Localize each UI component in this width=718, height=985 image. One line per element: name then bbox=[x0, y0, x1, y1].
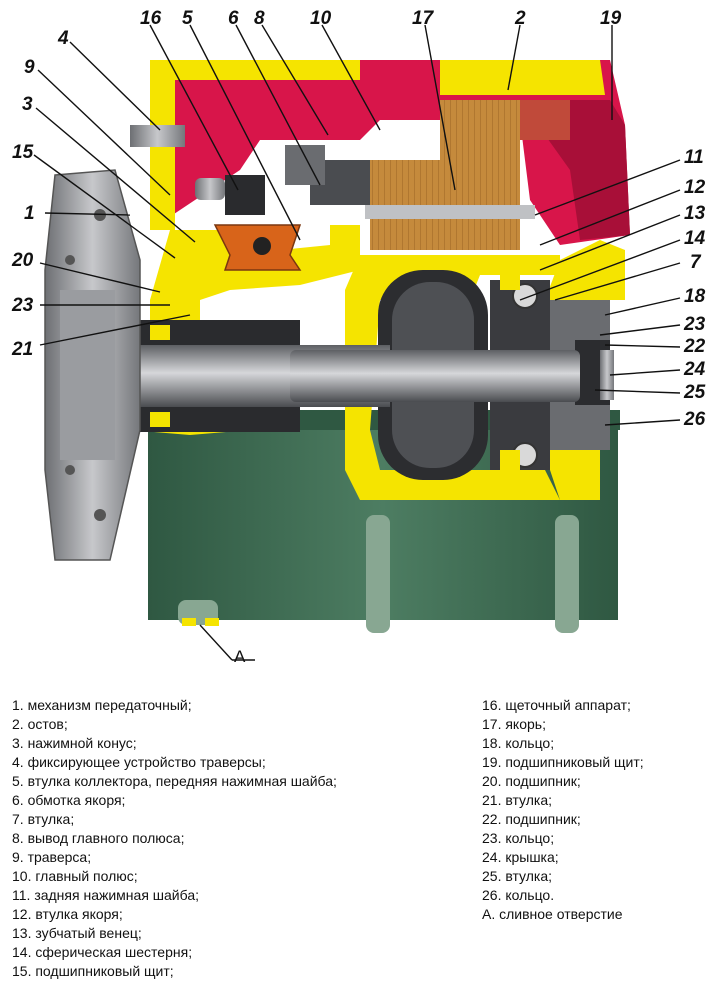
legend-item: 2. остов; bbox=[12, 716, 68, 732]
brush-holder bbox=[130, 125, 302, 271]
callout-1: 1 bbox=[24, 203, 35, 224]
callouts: 4 9 3 15 1 20 23 21 16 5 6 8 10 17 2 19 … bbox=[11, 8, 706, 666]
callout-10: 10 bbox=[310, 8, 332, 29]
legend-item: 17. якорь; bbox=[482, 716, 546, 732]
legend-item: 19. подшипниковый щит; bbox=[482, 754, 644, 770]
legend-item: 3. нажимной конус; bbox=[12, 735, 137, 751]
legend-item: 25. втулка; bbox=[482, 868, 553, 884]
motor-cross-section-diagram: 4 9 3 15 1 20 23 21 16 5 6 8 10 17 2 19 … bbox=[11, 8, 706, 666]
legend-item: 16. щеточный аппарат; bbox=[482, 697, 631, 713]
legend-item: 11. задняя нажимная шайба; bbox=[12, 887, 199, 903]
callout-23-left: 23 bbox=[11, 295, 34, 316]
legend-item: 1. механизм передаточный; bbox=[12, 697, 192, 713]
callout-14: 14 bbox=[684, 228, 706, 249]
legend-item: 4. фиксирующее устройство траверсы; bbox=[12, 754, 266, 770]
legend-item: 13. зубчатый венец; bbox=[12, 925, 142, 941]
legend-item: 15. подшипниковый щит; bbox=[12, 963, 174, 979]
legend-left-column: 1. механизм передаточный; 2. остов; 3. наж… bbox=[12, 696, 337, 981]
legend-item: 9. траверса; bbox=[12, 849, 92, 865]
legend-item: 5. втулка коллектора, передняя нажимная … bbox=[12, 773, 337, 789]
transmission-gear bbox=[44, 169, 141, 561]
legend-item: 26. кольцо. bbox=[482, 887, 555, 903]
callout-4: 4 bbox=[57, 28, 69, 49]
legend-item: 21. втулка; bbox=[482, 792, 553, 808]
callout-20: 20 bbox=[11, 250, 34, 271]
callout-15: 15 bbox=[12, 142, 34, 163]
main-shaft bbox=[120, 320, 580, 432]
legend-item: А. сливное отверстие bbox=[482, 906, 623, 922]
callout-A: А bbox=[234, 647, 246, 666]
callout-23-right: 23 bbox=[683, 314, 706, 335]
armature-core bbox=[285, 100, 570, 250]
callout-2: 2 bbox=[514, 8, 526, 29]
legend-item: 23. кольцо; bbox=[482, 830, 555, 846]
callout-13: 13 bbox=[684, 203, 706, 224]
callout-18: 18 bbox=[684, 286, 706, 307]
callout-7: 7 bbox=[690, 252, 702, 273]
callout-3: 3 bbox=[22, 94, 33, 115]
legend-item: 7. втулка; bbox=[12, 811, 75, 827]
legend-item: 18. кольцо; bbox=[482, 735, 555, 751]
legend-item: 8. вывод главного полюса; bbox=[12, 830, 185, 846]
legend-item: 12. втулка якоря; bbox=[12, 906, 123, 922]
legend-item: 14. сферическая шестерня; bbox=[12, 944, 193, 960]
legend-item: 24. крышка; bbox=[482, 849, 559, 865]
callout-8: 8 bbox=[254, 8, 265, 29]
callout-25: 25 bbox=[683, 382, 706, 403]
callout-22: 22 bbox=[683, 336, 706, 357]
legend-right-column: 16. щеточный аппарат; 17. якорь; 18. кольц… bbox=[482, 696, 644, 924]
legend-item: 22. подшипник; bbox=[482, 811, 581, 827]
callout-12: 12 bbox=[684, 177, 706, 198]
callout-6: 6 bbox=[228, 8, 239, 29]
callout-11: 11 bbox=[684, 147, 704, 168]
legend-item: 20. подшипник; bbox=[482, 773, 581, 789]
legend-item: 6. обмотка якоря; bbox=[12, 792, 126, 808]
callout-26: 26 bbox=[683, 409, 706, 430]
legend-item: 10. главный полюс; bbox=[12, 868, 138, 884]
leader-lines bbox=[33, 24, 681, 661]
callout-9: 9 bbox=[24, 57, 35, 78]
callout-24: 24 bbox=[683, 359, 706, 380]
callout-19: 19 bbox=[600, 8, 622, 29]
callout-5: 5 bbox=[182, 8, 193, 29]
callout-16: 16 bbox=[140, 8, 162, 29]
callout-17: 17 bbox=[412, 8, 435, 29]
callout-21: 21 bbox=[11, 339, 33, 360]
